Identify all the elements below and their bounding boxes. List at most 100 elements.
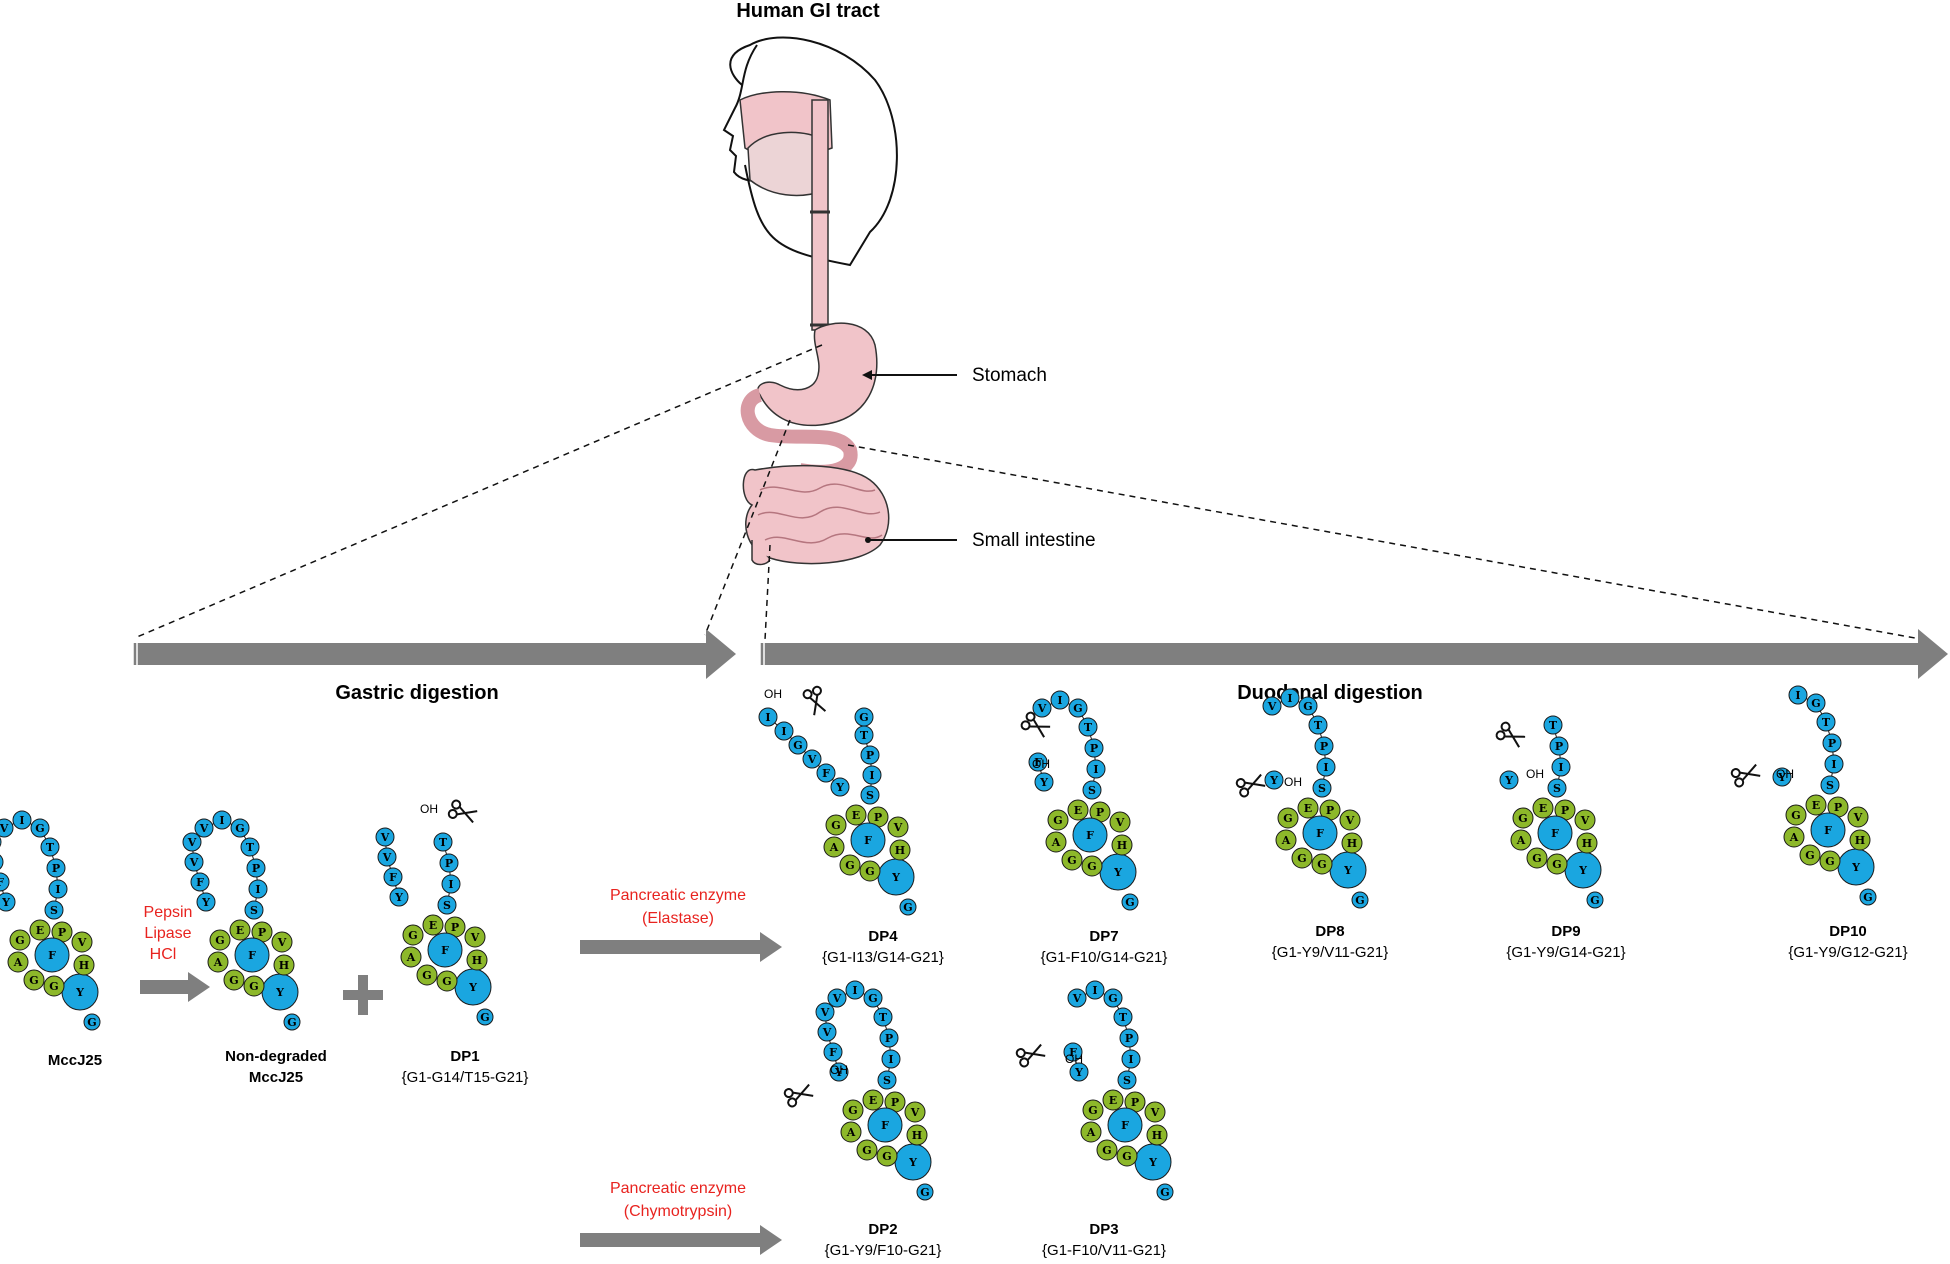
residue-ring-letter: G <box>249 980 258 993</box>
residue-loop <box>437 895 457 915</box>
residue-arm <box>815 1002 835 1022</box>
residue-loop <box>1298 696 1318 716</box>
residue-ring-letter: H <box>1582 837 1592 850</box>
residue-loop <box>1085 980 1105 1000</box>
residue-loop-letter: P <box>445 857 453 870</box>
stomach-organ <box>757 322 878 427</box>
residue-loop-letter: G <box>859 711 868 724</box>
residue-ring-letter: A <box>1789 831 1799 844</box>
residue-ring-letter: E <box>1812 799 1820 812</box>
residue-loop <box>863 988 883 1008</box>
elastase-arrow <box>580 932 782 962</box>
residue-ring <box>29 919 51 941</box>
residue-ring-letter: G <box>1317 858 1326 871</box>
residue-ring <box>271 931 293 953</box>
residue-loop-letter: V <box>0 822 9 835</box>
residue-ring-letter: G <box>1067 854 1076 867</box>
residue-loop <box>439 853 459 873</box>
sub-dp8: {G1-Y9/V11-G21} <box>1272 944 1388 961</box>
residue-arm-letter: F <box>0 876 4 889</box>
residue-loop-letter: S <box>1318 782 1326 795</box>
residue-ring-letter: E <box>869 1094 877 1107</box>
residue-tail-y-letter: Y <box>1578 864 1587 877</box>
residue-ring-letter: H <box>1152 1129 1162 1142</box>
gastric-reaction-arrow <box>140 972 210 1002</box>
residue-ring-letter: G <box>1297 852 1306 865</box>
residue-ring-letter: A <box>1516 834 1526 847</box>
residue-ring <box>842 1099 864 1121</box>
residue-loop-letter: I <box>1323 761 1328 774</box>
residue-ring <box>1297 797 1319 819</box>
residue-loop <box>1312 778 1332 798</box>
residue-center-f <box>34 937 70 973</box>
residue-ring-letter: G <box>1283 812 1292 825</box>
residue-ring-letter: G <box>1088 1104 1097 1117</box>
residue-ring-letter: V <box>277 936 287 949</box>
residue-ring-letter: G <box>442 975 451 988</box>
residue-ring-letter: G <box>882 1150 891 1163</box>
residue-arm <box>0 854 4 870</box>
small-intestine-label: Small intestine <box>972 530 1096 551</box>
residue-arm <box>190 872 210 892</box>
label-dp1: DP1 <box>450 1048 479 1065</box>
residue-center-f <box>867 1107 903 1143</box>
residue-center-f-letter: F <box>1551 827 1559 840</box>
residue-loop <box>194 818 214 838</box>
residue-tail-g <box>899 898 917 916</box>
residue-arm <box>830 777 850 797</box>
residue-ring-letter: G <box>1791 809 1800 822</box>
oh-label: OH <box>764 687 782 701</box>
residue-arm <box>802 749 822 769</box>
residue-ring-letter: H <box>472 954 482 967</box>
residue-ring-letter: P <box>1834 801 1842 814</box>
scissors-icon <box>802 685 827 716</box>
residue-ring-letter: V <box>1345 814 1355 827</box>
residue-center-f <box>427 932 463 968</box>
residue-ring <box>9 929 31 951</box>
residue-ring-letter: G <box>1102 1144 1111 1157</box>
residue-loop <box>1543 715 1563 735</box>
residue-ring-letter: G <box>1532 852 1541 865</box>
residue-loop-letter: T <box>246 841 255 854</box>
residue-ring <box>466 949 488 971</box>
residue-ring-letter: E <box>1074 804 1082 817</box>
residue-loop <box>1788 685 1808 705</box>
residue-loop <box>1086 759 1106 779</box>
residue-loop <box>860 745 880 765</box>
residue-ring <box>856 1139 878 1161</box>
residue-loop <box>1314 736 1334 756</box>
residue-loop <box>1050 690 1070 710</box>
residue-arm-letter: Y <box>1269 774 1278 787</box>
residue-ring <box>1512 807 1534 829</box>
residue-arm-letter: V <box>807 753 817 766</box>
residue-loop <box>862 765 882 785</box>
chymotrypsin-label-line1: Pancreatic enzyme <box>610 1180 746 1197</box>
residue-arm <box>774 721 794 741</box>
duodenal-arrow <box>759 629 1948 679</box>
residue-arm-letter: Y <box>834 1066 843 1079</box>
residue-ring <box>1111 834 1133 856</box>
esophagus <box>811 99 829 331</box>
residue-arm-letter: V <box>820 1006 830 1019</box>
residue-loop <box>1117 1070 1137 1090</box>
label-nondeg-line2: MccJ25 <box>249 1069 303 1086</box>
residue-loop-letter: T <box>439 836 448 849</box>
residue-loop <box>860 785 880 805</box>
residue-ring <box>23 969 45 991</box>
residue-tail-g <box>1121 893 1139 911</box>
residue-ring-letter: A <box>406 951 416 964</box>
residue-tail-g <box>916 1183 934 1201</box>
residue-loop <box>1113 1007 1133 1027</box>
oh-label: OH <box>1032 757 1050 771</box>
residue-tail-y-letter: Y <box>1148 1156 1157 1169</box>
residue-center-f-letter: F <box>48 949 56 962</box>
residue-ring-letter: E <box>36 924 44 937</box>
residue-arm-letter: Y <box>201 896 210 909</box>
residue-loop <box>1078 717 1098 737</box>
residue-loop-letter: I <box>219 814 224 827</box>
residue-center-f <box>1810 812 1846 848</box>
residue-loop-letter: V <box>199 822 209 835</box>
residue-loop-letter: P <box>1125 1032 1133 1045</box>
